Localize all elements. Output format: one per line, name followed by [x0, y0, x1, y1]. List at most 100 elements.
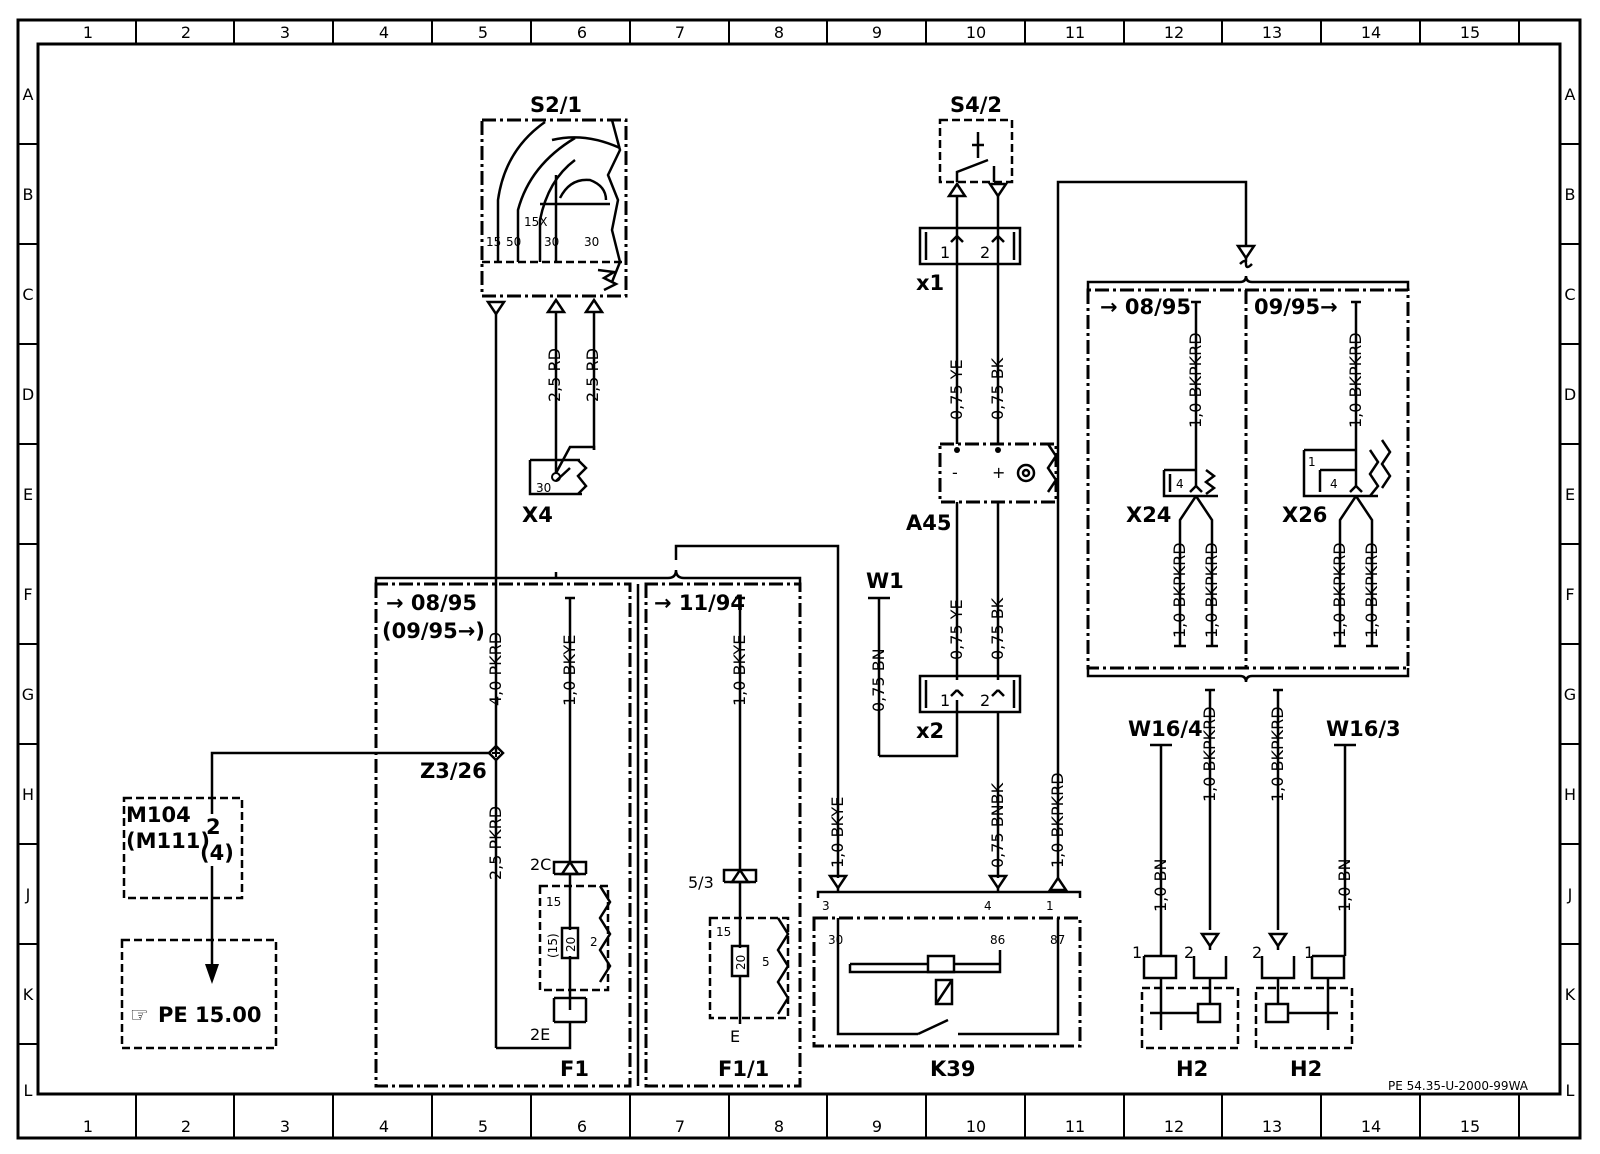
k39-pin-4: 4 [984, 899, 992, 913]
grid-column-labels-bottom: 1 2 3 4 5 6 7 8 9 10 11 12 13 14 15 [83, 1117, 1480, 1136]
wire-label-bk-top: 0,75 BK [988, 357, 1007, 420]
ground-w1: W1 0,75 BN [866, 569, 959, 758]
col-label: 1 [83, 23, 93, 42]
wire-label-bn-w164: 1,0 BN [1151, 859, 1170, 912]
col-label: 11 [1065, 23, 1085, 42]
h2-right-label: H2 [1290, 1057, 1322, 1081]
lamp-h2-left: 1 2 H2 [1132, 943, 1240, 1081]
wire-label-ye-mid: 0,75 YE [947, 599, 966, 660]
a45-label: A45 [906, 511, 951, 535]
w16-3-label: W16/3 [1326, 717, 1401, 741]
k39-pin-30: 30 [828, 933, 843, 947]
row-label: H [22, 785, 34, 804]
col-label: 7 [675, 23, 685, 42]
variant-box-x24-x26: → 08/95 09/95→ [1086, 275, 1410, 683]
f1-label: F1 [560, 1057, 589, 1081]
row-label: K [23, 985, 34, 1004]
wire-label-bnbk: 0,75 BNBK [988, 782, 1007, 868]
col-label: 15 [1460, 23, 1480, 42]
col-label: 15 [1460, 1117, 1480, 1136]
x1-label: x1 [916, 271, 944, 295]
f11-pin-5: 5 [762, 955, 770, 969]
wire-label-x26-l: 1,0 BKPKRD [1330, 542, 1349, 638]
x1-pin-1: 1 [940, 243, 950, 262]
f1-pin-2e: 2E [530, 1025, 550, 1044]
h2l-pin-1: 1 [1132, 943, 1142, 962]
wire-label-bn-w163: 1,0 BN [1335, 859, 1354, 912]
x26-pin-1: 1 [1308, 455, 1316, 469]
wire-label-bkpkrd-h2r: 1,0 BKPKRD [1268, 706, 1287, 802]
wire-label-bkye-k39: 1,0 BKYE [828, 797, 847, 868]
s2-pin-15: 15 [486, 235, 501, 249]
row-label: A [1565, 85, 1576, 104]
x4-label: X4 [522, 503, 553, 527]
row-label: F [1565, 585, 1574, 604]
col-label: 6 [577, 23, 587, 42]
f1-pin-20: 20 [564, 937, 578, 952]
connector-x26: 1 4 X26 [1282, 439, 1392, 646]
col-label: 8 [774, 1117, 784, 1136]
connector-x1: 1 2 x1 [916, 226, 1022, 295]
row-label: A [23, 85, 34, 104]
grid-column-labels-top: 1 2 3 4 5 6 7 8 9 10 11 12 13 14 15 [83, 23, 1480, 42]
col-label: 1 [83, 1117, 93, 1136]
row-label: D [22, 385, 34, 404]
col-label: 10 [966, 23, 986, 42]
engine-m104: M104 (M111) 2 (4) [122, 796, 244, 984]
row-label: E [23, 485, 33, 504]
wire-label-rd-a: 2,5 RD [545, 348, 564, 402]
col-label: 14 [1361, 1117, 1381, 1136]
col-label: 6 [577, 1117, 587, 1136]
wire-label-x26-r: 1,0 BKPKRD [1362, 542, 1381, 638]
wire-label-ye-top: 0,75 YE [947, 359, 966, 420]
m-pin: 2 [206, 815, 221, 839]
f11-pin-e: E [730, 1027, 740, 1046]
col-label: 9 [872, 23, 882, 42]
s4-2-label: S4/2 [950, 93, 1002, 117]
variant-label-f-left: → 08/95 [386, 591, 477, 615]
f1-pin-15: 15 [546, 895, 561, 909]
x2-pin-1: 1 [940, 691, 950, 710]
wire-label-bkpkrd-k39: 1,0 BKPKRD [1048, 772, 1067, 868]
f11-pin-15: 15 [716, 925, 731, 939]
s2-pin-30a: 30 [544, 235, 559, 249]
f1-pin-2: 2 [590, 935, 598, 949]
m111-label: (M111) [126, 829, 210, 853]
col-label: 3 [280, 23, 290, 42]
row-label: J [1567, 885, 1573, 904]
connector-x2: 1 2 x2 [916, 674, 1022, 743]
wire-label-x24-r: 1,0 BKPKRD [1202, 542, 1221, 638]
col-label: 7 [675, 1117, 685, 1136]
fuse-box: → 08/95 (09/95→) → 11/94 [374, 569, 802, 1088]
grid-row-labels-left: A B C D E F G H J K L [22, 85, 34, 1100]
ignition-switch-s2-1: S2/1 15 50 15X 30 30 [480, 93, 628, 298]
grid-row-labels-right: A B C D E F G H J K L [1564, 85, 1576, 1100]
wire-label-pkrd-40: 4,0 PKRD [486, 632, 505, 706]
variant-label-f-right: → 11/94 [654, 591, 745, 615]
h2-left-label: H2 [1176, 1057, 1208, 1081]
f11-pin-53: 5/3 [688, 873, 714, 892]
z3-26-label: Z3/26 [420, 759, 487, 783]
h2r-pin-2: 2 [1252, 943, 1262, 962]
x26-pin-4: 4 [1330, 477, 1338, 491]
variant-label-x24: → 08/95 [1100, 295, 1191, 319]
m104-label: M104 [126, 803, 191, 827]
s2-pin-50: 50 [506, 235, 521, 249]
row-label: E [1565, 485, 1575, 504]
k39-label: K39 [930, 1057, 976, 1081]
wire-label-pkrd-25: 2,5 PKRD [486, 806, 505, 880]
splice-z3-26: Z3/26 2,5 PKRD [210, 744, 505, 1048]
col-label: 9 [872, 1117, 882, 1136]
k39-pin-1: 1 [1046, 899, 1054, 913]
document-id: PE 54.35-U-2000-99WA [1388, 1079, 1529, 1093]
col-label: 5 [478, 1117, 488, 1136]
wire-label-bkpkrd-h2l: 1,0 BKPKRD [1200, 706, 1219, 802]
wire-label-bkye-f1: 1,0 BKYE [560, 635, 579, 706]
row-label: L [24, 1081, 33, 1100]
col-label: 2 [181, 23, 191, 42]
m-pin-alt: (4) [200, 841, 234, 865]
x24-label: X24 [1126, 503, 1171, 527]
row-label: G [22, 685, 34, 704]
wire-label-rd-b: 2,5 RD [583, 348, 602, 402]
x26-label: X26 [1282, 503, 1327, 527]
